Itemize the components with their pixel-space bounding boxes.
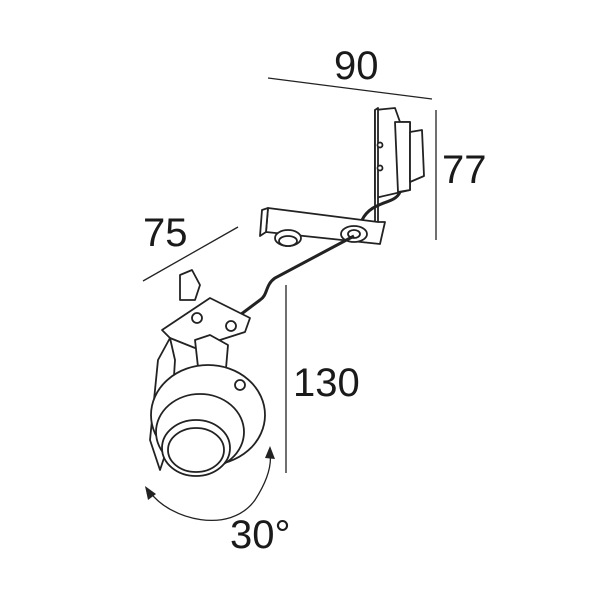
dim-line-width (267, 77, 433, 100)
lamp-head (150, 364, 266, 477)
total-height-label: 130 (293, 361, 360, 405)
depth-label: 75 (143, 211, 188, 255)
cable-driver (360, 191, 402, 221)
dim-line-depth (142, 226, 239, 282)
width-label: 90 (334, 44, 379, 88)
tilt-angle-label: 30° (230, 513, 291, 557)
driver-height-label: 77 (442, 148, 487, 192)
driver-box (374, 107, 425, 225)
tilt-arrow (145, 446, 275, 522)
mounting-bracket (259, 207, 386, 247)
cable-lamp (239, 234, 355, 317)
